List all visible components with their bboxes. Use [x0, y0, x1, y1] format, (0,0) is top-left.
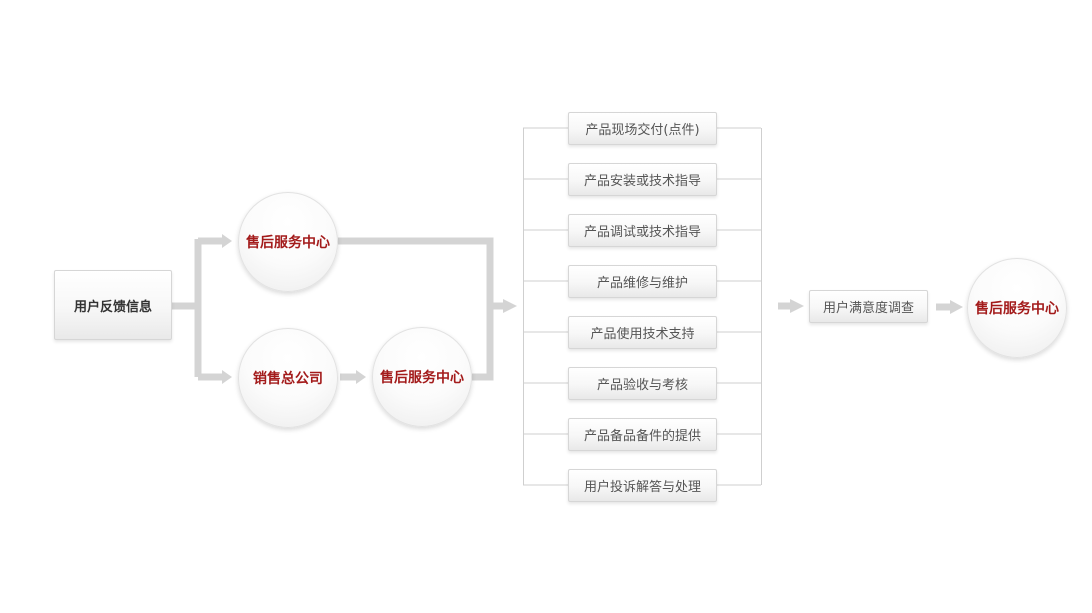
- user-feedback-label: 用户反馈信息: [73, 299, 152, 315]
- service-item: 产品验收与考核: [568, 367, 717, 400]
- thick-connectors: [172, 237, 950, 381]
- service-item-label: 产品验收与考核: [596, 378, 688, 393]
- service-item-label: 产品安装或技术指导: [583, 174, 701, 189]
- satisfaction-survey-box: 用户满意度调查: [809, 290, 928, 323]
- service-item-label: 产品维修与维护: [596, 276, 688, 291]
- arrow-head-service-top: [222, 234, 232, 248]
- service-item-label: 产品调试或技术指导: [583, 225, 701, 240]
- service-center-final-label: 售后服务中心: [975, 301, 1059, 317]
- service-item: 产品备品备件的提供: [568, 418, 717, 451]
- arrow-head-service-mid: [356, 370, 366, 384]
- sales-hq-circle: 销售总公司: [238, 328, 338, 428]
- arrow-head-list: [503, 299, 517, 313]
- satisfaction-survey-label: 用户满意度调查: [822, 301, 914, 316]
- service-item-label: 产品备品备件的提供: [583, 429, 701, 444]
- service-center-mid-circle: 售后服务中心: [372, 327, 472, 427]
- service-item: 产品安装或技术指导: [568, 163, 717, 196]
- sales-hq-label: 销售总公司: [253, 371, 323, 387]
- arrow-head-survey: [790, 299, 804, 313]
- user-feedback-box: 用户反馈信息: [54, 270, 172, 340]
- service-center-final-circle: 售后服务中心: [967, 258, 1067, 358]
- arrow-head-final: [950, 300, 963, 314]
- service-item: 产品调试或技术指导: [568, 214, 717, 247]
- service-item: 产品维修与维护: [568, 265, 717, 298]
- arrow-heads: [222, 234, 963, 384]
- service-item: 产品现场交付(点件): [568, 112, 717, 145]
- service-item-label: 产品现场交付(点件): [585, 123, 700, 138]
- service-item: 产品使用技术支持: [568, 316, 717, 349]
- connector-service-mid-to-merge: [472, 306, 494, 381]
- service-item: 用户投诉解答与处理: [568, 469, 717, 502]
- service-center-top-label: 售后服务中心: [246, 235, 330, 251]
- service-item-label: 用户投诉解答与处理: [583, 480, 701, 495]
- arrow-head-sales-hq: [222, 370, 232, 384]
- service-center-top-circle: 售后服务中心: [238, 192, 338, 292]
- service-center-mid-label: 售后服务中心: [380, 370, 464, 386]
- connector-service-top-to-merge: [338, 237, 494, 306]
- service-item-label: 产品使用技术支持: [590, 327, 695, 342]
